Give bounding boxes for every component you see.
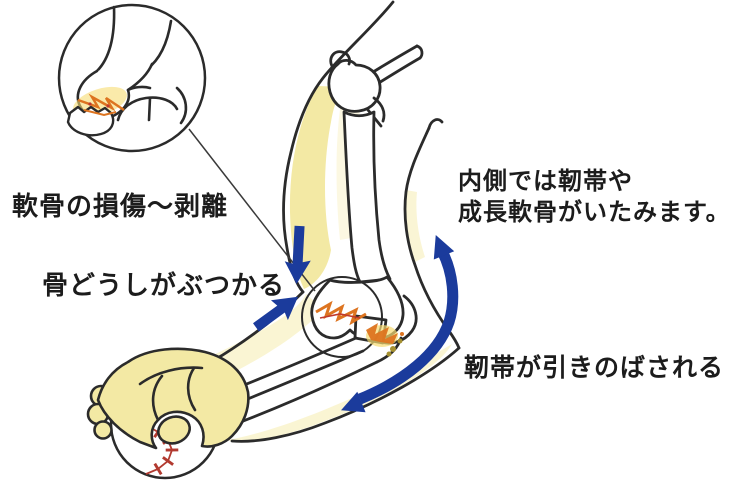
inset-damage-scribble [77, 93, 125, 112]
damage-marks [315, 300, 404, 357]
knuckle-line [138, 366, 204, 386]
ulna-bone [228, 360, 379, 428]
inset-damage-dot [106, 104, 110, 108]
hand-back [96, 347, 250, 450]
medial-skin-strip [404, 190, 425, 263]
label-bones-collide: 骨どうしがぶつかる [42, 270, 286, 300]
inset-radius [116, 96, 179, 122]
greater-tubercle [329, 50, 351, 68]
medial-damage-dot [397, 338, 403, 344]
medial-damage-dot [400, 332, 404, 336]
medial-damage-dot [386, 351, 392, 357]
scapula-line [372, 96, 386, 123]
inset-ulna [175, 86, 188, 125]
medial-damage-dot [390, 346, 396, 352]
finger-crease [186, 366, 197, 412]
label-medial-damage-line2: 成長軟骨がいたみます。 [458, 199, 731, 226]
humeral-head-bone [327, 58, 382, 113]
hand [86, 347, 250, 450]
lateral-damage-scribble-red [319, 313, 361, 319]
forearm-underside-outline [230, 346, 461, 443]
elbow-joint-circle [301, 276, 383, 358]
fingertip [157, 415, 191, 445]
magnifier-inset [57, 3, 316, 292]
inset-radius-tick [147, 96, 152, 122]
inset-damage-dot [88, 102, 92, 106]
finger-crease [151, 374, 164, 422]
arrow-down-icon [284, 225, 311, 284]
curved-arrow-head-top [433, 235, 455, 260]
stress-arrows [253, 225, 459, 413]
lateral-damage-scribble [315, 300, 367, 326]
label-ligament-stretch: 靭帯が引きのばされる [464, 354, 725, 382]
label-medial-damage-line1: 内側では靭帯や [458, 168, 633, 195]
curved-double-arrow-icon [357, 248, 459, 405]
medial-damage-scribble [366, 323, 398, 344]
inset-damage-scribble [83, 109, 117, 117]
curved-arrow-head-bottom [341, 391, 366, 413]
inset-condyle-bottom [126, 85, 152, 92]
thumb-knuckle [93, 420, 113, 440]
clavicle-end [415, 44, 424, 60]
inset-humerus-shaft [95, 5, 116, 73]
medial-skin-outline [403, 126, 461, 350]
label-cartilage-damage: 軟骨の損傷〜剥離 [12, 191, 229, 221]
humerus-shaft-bone [342, 110, 392, 284]
medial-skin-hook [427, 118, 444, 130]
arrow-up-right-icon [253, 296, 299, 332]
label-medial-damage: 内側では靭帯や 成長軟骨がいたみます。 [458, 166, 731, 228]
